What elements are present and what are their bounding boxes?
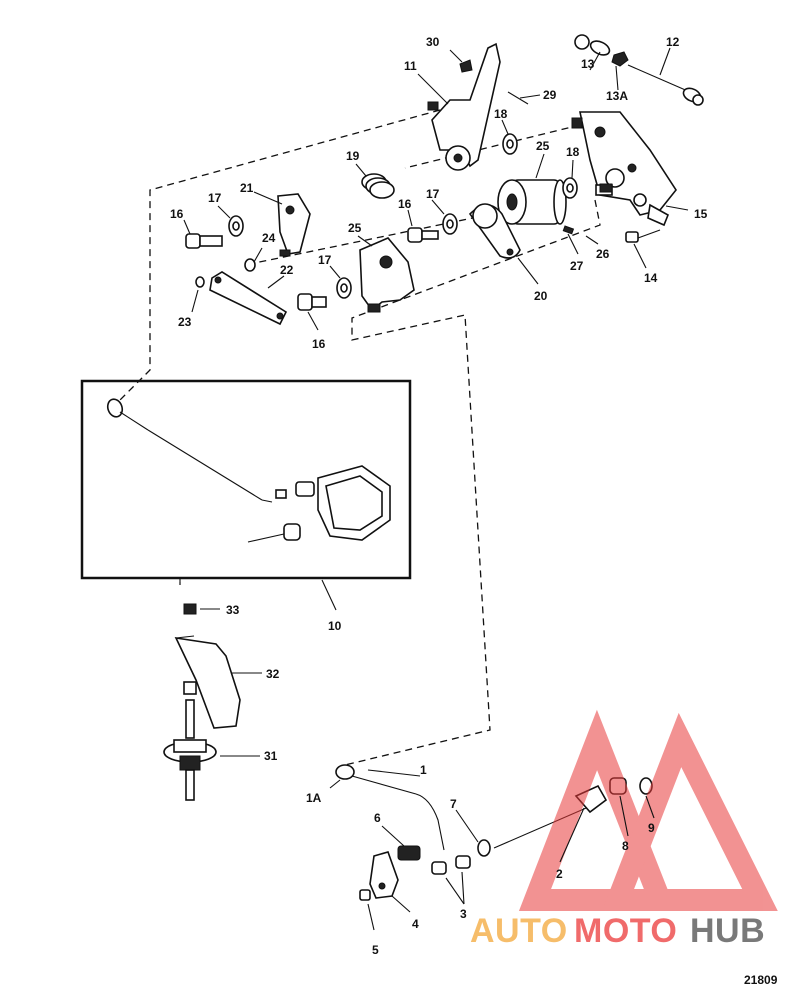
callout-label: 13A	[606, 89, 628, 103]
cam-cylinder	[497, 179, 567, 225]
pin	[507, 91, 529, 105]
callout-label: 10	[328, 619, 342, 633]
leader-line	[321, 579, 337, 611]
cam	[359, 237, 415, 313]
washer	[477, 839, 491, 857]
screw	[185, 233, 223, 249]
callout-label: 14	[644, 271, 658, 285]
callout-label: 16	[398, 197, 412, 211]
screw	[407, 227, 439, 243]
nut	[359, 889, 371, 901]
callout-label: 9	[648, 821, 655, 835]
callout-label: 20	[534, 289, 548, 303]
callout-label: 23	[178, 315, 192, 329]
screw	[297, 293, 327, 311]
washer	[562, 177, 578, 199]
kit-contents	[106, 398, 391, 543]
callout-label: 22	[280, 263, 294, 277]
callout-label: 11	[404, 59, 417, 73]
dashed-guide-lines	[119, 109, 601, 766]
callout-label: 30	[426, 35, 440, 49]
callout-label: 6	[374, 811, 381, 825]
tie-rod-assembly	[574, 34, 704, 106]
retainer-clip	[195, 276, 205, 288]
callout-label: 7	[450, 797, 457, 811]
pin	[599, 183, 613, 193]
callout-label: 1A	[306, 791, 322, 805]
linkage-rod	[335, 764, 445, 851]
washer	[442, 213, 458, 235]
watermark-text-hub: HUB	[690, 912, 765, 950]
watermark-text-auto: AUTO	[470, 912, 568, 950]
callout-label: 32	[266, 667, 280, 681]
callout-label: 5	[372, 943, 379, 957]
swivel-fitting	[397, 845, 421, 861]
retainer-clip	[244, 258, 256, 272]
callout-leaders	[183, 47, 689, 931]
mounting-bracket	[571, 111, 677, 227]
callout-label: 27	[570, 259, 584, 273]
callout-label: 17	[208, 191, 222, 205]
callout-label: 17	[318, 253, 332, 267]
callout-label: 25	[536, 139, 550, 153]
callout-label: 21	[240, 181, 254, 195]
washer	[228, 215, 244, 237]
callout-label: 19	[346, 149, 360, 163]
connecting-link	[209, 271, 288, 326]
diaphragm-assembly	[163, 603, 241, 801]
callout-label: 3	[460, 907, 467, 921]
callout-label: 1	[420, 763, 427, 777]
callout-label: 8	[622, 839, 629, 853]
watermark-text-moto: MOTO	[574, 912, 677, 950]
triangle-logo	[518, 709, 778, 911]
callout-label: 18	[566, 145, 580, 159]
set-screw	[562, 225, 575, 235]
callout-label: 18	[494, 107, 508, 121]
throttle-arm	[369, 851, 399, 899]
callout-label: 4	[412, 917, 419, 931]
screw	[625, 229, 661, 243]
callout-label: 25	[348, 221, 362, 235]
callout-label: 16	[312, 337, 326, 351]
callout-label: 16	[170, 207, 184, 221]
washer	[336, 277, 352, 299]
callout-label: 26	[596, 247, 610, 261]
callout-labels: 30 11 29 18 13 13A 12 19 25 18 17 21 16 …	[170, 35, 708, 957]
callout-label: 33	[226, 603, 240, 617]
spring	[361, 173, 395, 199]
callout-label: 2	[556, 867, 563, 881]
callout-label: 24	[262, 231, 276, 245]
washer	[502, 133, 518, 155]
kit-box	[80, 379, 412, 580]
drawing-number: 21809	[744, 973, 778, 987]
callout-label: 29	[543, 88, 557, 102]
cam-plate	[277, 193, 311, 257]
callout-label: 31	[264, 749, 278, 763]
cam-lever	[468, 203, 521, 259]
callout-label: 12	[666, 35, 680, 49]
bushings	[431, 855, 471, 875]
callout-label: 17	[426, 187, 440, 201]
callout-label: 13	[581, 57, 595, 71]
callout-label: 15	[694, 207, 708, 221]
throttle-lever	[427, 42, 501, 171]
